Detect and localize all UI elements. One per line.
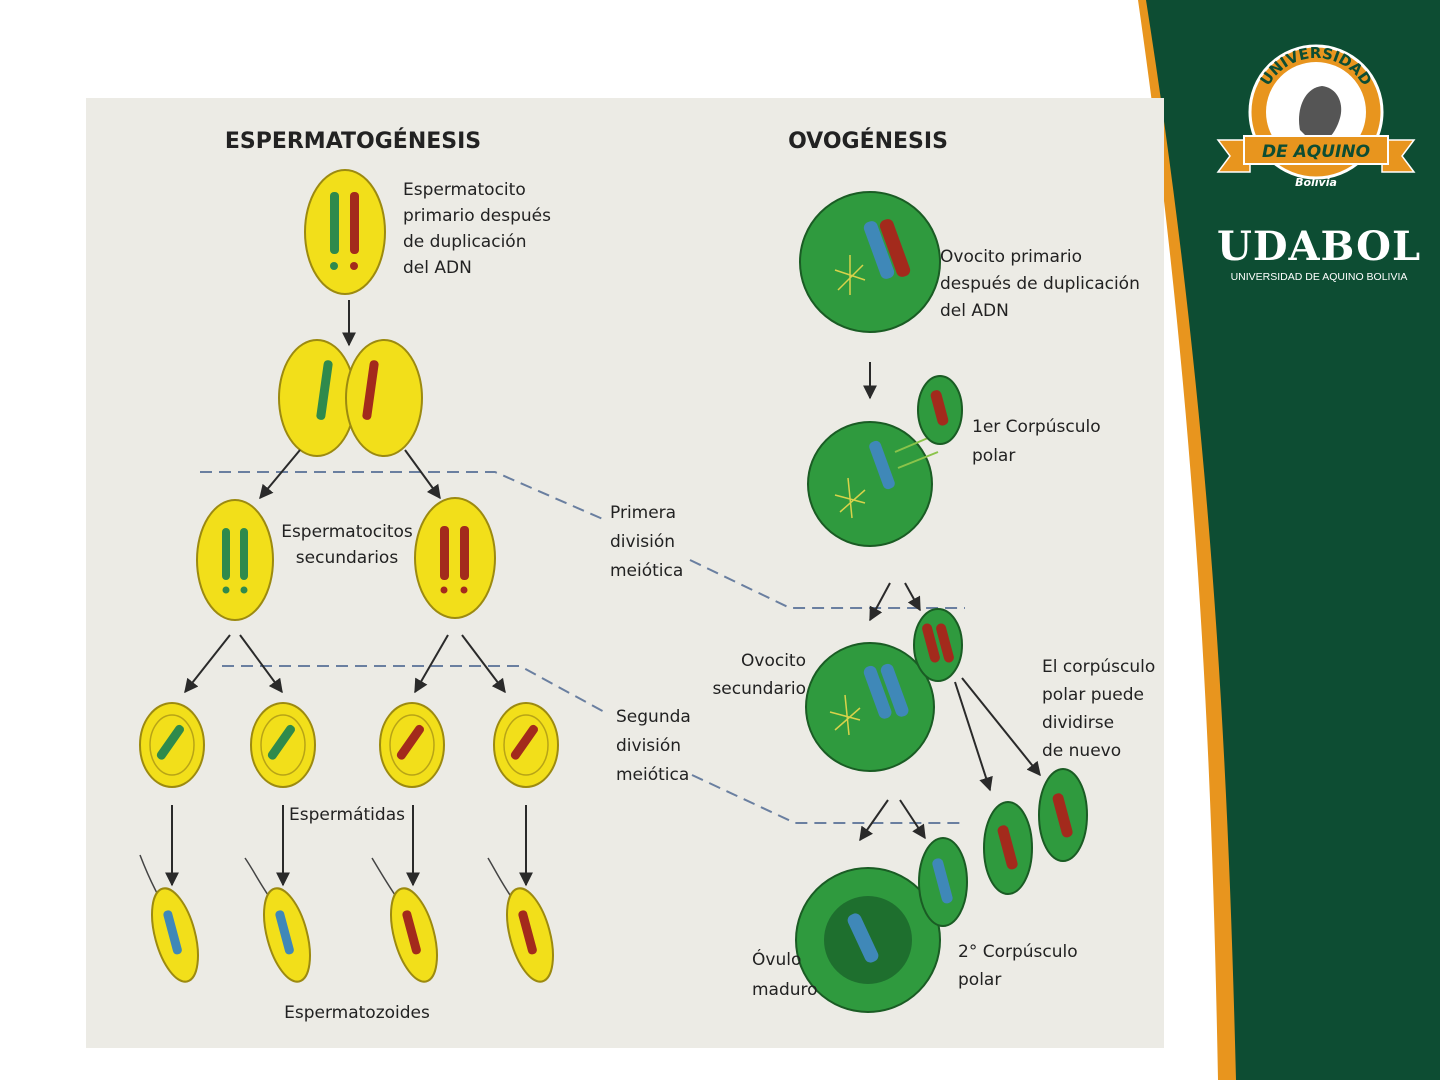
polar-body-division-b [1038, 768, 1088, 862]
label-second-division-3: meiótica [616, 765, 689, 785]
primary-spermatocyte [304, 169, 386, 295]
spermatid-4 [493, 702, 559, 788]
brand-block: UDABOL UNIVERSIDAD DE AQUINO BOLIVIA [1205, 38, 1433, 283]
arrows-to-spermatozoa [165, 805, 533, 887]
label-mature-ovum-1: Óvulo [752, 948, 801, 970]
seal-portrait-icon [1298, 86, 1342, 146]
label-first-polar-body-2: polar [972, 446, 1015, 466]
spermatozoon-2 [244, 857, 311, 983]
spermatids [139, 702, 559, 788]
secondary-spermatocyte-right [414, 497, 496, 619]
arrows-to-spermatids [184, 634, 506, 694]
division-lines [200, 471, 965, 824]
label-primary-spermatocyte-1: Espermatocito [403, 180, 526, 200]
arrow-to-secondary-right [404, 449, 441, 500]
polar-body-dividing [913, 608, 963, 682]
spermatozoa [139, 854, 554, 983]
label-polar-body-divide-1: El corpúsculo [1042, 657, 1155, 677]
oocyte-first-division [807, 421, 939, 547]
label-secondary-oocyte-2: secundario [712, 679, 806, 699]
spermatid-1 [139, 702, 205, 788]
sidebar-green-panel [1146, 0, 1440, 1080]
secondary-spermatocyte-left [196, 499, 274, 621]
label-second-polar-body-1: 2° Corpúsculo [958, 942, 1078, 962]
spermatozoon-4 [487, 857, 554, 983]
university-seal: UNIVERSIDAD DE AQUINO Bolivia [1216, 44, 1416, 189]
arrow-oocyte-2 [869, 582, 891, 622]
label-second-division-2: división [616, 736, 681, 756]
label-first-division-2: división [610, 532, 675, 552]
label-primary-oocyte-3: del ADN [940, 301, 1009, 321]
label-spermatozoa: Espermatozoides [284, 1003, 430, 1023]
spermatid-3 [379, 702, 445, 788]
label-secondary-oocyte-1: Ovocito [741, 651, 806, 671]
label-primary-spermatocyte-3: de duplicación [403, 232, 526, 252]
spermatid-2 [250, 702, 316, 788]
title-spermatogenesis: ESPERMATOGÉNESIS [225, 128, 481, 154]
first-polar-body [917, 375, 963, 445]
label-spermatids: Espermátidas [289, 805, 405, 825]
spermatozoon-1 [139, 854, 199, 983]
ribbon-text: DE AQUINO [1262, 142, 1370, 162]
label-primary-spermatocyte-4: del ADN [403, 258, 472, 278]
label-secondary-spermatocytes-2: secundarios [296, 548, 399, 568]
label-secondary-spermatocytes-1: Espermatocitos [281, 522, 413, 542]
spermatozoon-3 [371, 857, 438, 983]
label-first-polar-body-1: 1er Corpúsculo [972, 417, 1101, 437]
label-primary-oocyte-1: Ovocito primario [940, 247, 1082, 267]
label-second-division-1: Segunda [616, 707, 691, 727]
arrow-to-secondary-left [259, 449, 301, 500]
primary-oocyte [799, 191, 941, 333]
label-mature-ovum-2: maduro [752, 980, 818, 1000]
title-oogenesis: OVOGÉNESIS [788, 128, 948, 154]
label-primary-oocyte-2: después de duplicación [940, 274, 1140, 294]
mature-ovum [795, 867, 941, 1013]
brand-name: UDABOL [1216, 223, 1422, 270]
dividing-spermatocyte [278, 339, 423, 457]
polar-body-division-a [983, 801, 1033, 895]
label-second-polar-body-2: polar [958, 970, 1001, 990]
seal-country: Bolivia [1295, 176, 1337, 189]
label-first-division-3: meiótica [610, 561, 683, 581]
label-polar-body-divide-2: polar puede [1042, 685, 1144, 705]
label-primary-spermatocyte-2: primario después [403, 206, 551, 226]
brand-subtitle: UNIVERSIDAD DE AQUINO BOLIVIA [1230, 271, 1408, 283]
arrows-second-division [859, 677, 1041, 842]
label-polar-body-divide-4: de nuevo [1042, 741, 1121, 761]
label-polar-body-divide-3: dividirse [1042, 713, 1114, 733]
secondary-oocyte [805, 642, 935, 772]
arrow-polar-1 [904, 582, 921, 612]
label-first-division-1: Primera [610, 503, 676, 523]
second-polar-body [918, 837, 968, 927]
